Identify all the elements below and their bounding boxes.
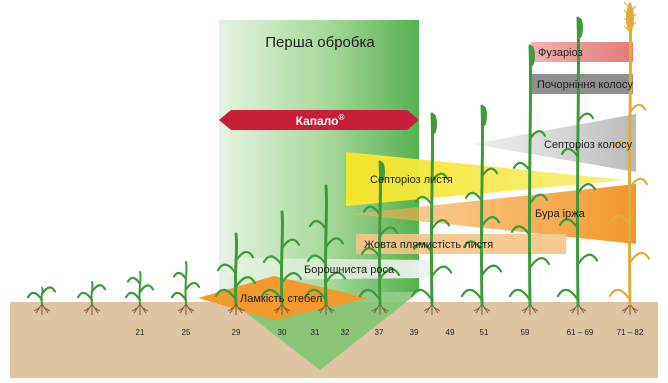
- growth-stage-label: 30: [278, 328, 287, 337]
- label-ear-blackening: Почорніння колосу: [537, 79, 633, 91]
- growth-stage-label: 51: [480, 328, 489, 337]
- growth-stage-label: 29: [232, 328, 241, 337]
- product-banner: Капало®: [219, 110, 419, 130]
- treatment-title: Перша обробка: [265, 34, 375, 51]
- growth-stage-label: 59: [521, 328, 530, 337]
- label-powdery-mildew: Борошниста роса: [304, 264, 395, 276]
- label-septoria-ear: Септоріоз колосу: [544, 139, 633, 151]
- growth-stage-label: 37: [375, 328, 384, 337]
- label-septoria-leaf: Септоріоз листя: [370, 174, 453, 186]
- label-fusarium: Фузаріоз: [538, 47, 583, 59]
- growth-stage-label: 61 – 69: [567, 328, 594, 337]
- product-name-text: Капало: [296, 114, 339, 128]
- product-registered-mark: ®: [338, 113, 344, 122]
- wheat-plant: [558, 18, 597, 315]
- product-name: Капало®: [296, 113, 345, 128]
- growth-stage-label: 71 – 82: [617, 328, 644, 337]
- growth-stage-label: 31: [311, 328, 320, 337]
- growth-stage-label: 32: [341, 328, 350, 337]
- growth-stage-label: 21: [136, 328, 145, 337]
- growth-stage-label: 39: [410, 328, 419, 337]
- label-brown-rust: Бура іржа: [535, 208, 586, 220]
- growth-stage-label: 49: [446, 328, 455, 337]
- label-stem-break: Ламкість стебел: [240, 293, 322, 305]
- growth-stage-label: 25: [182, 328, 191, 337]
- label-tan-spot: Жовта плямистість листя: [364, 239, 493, 251]
